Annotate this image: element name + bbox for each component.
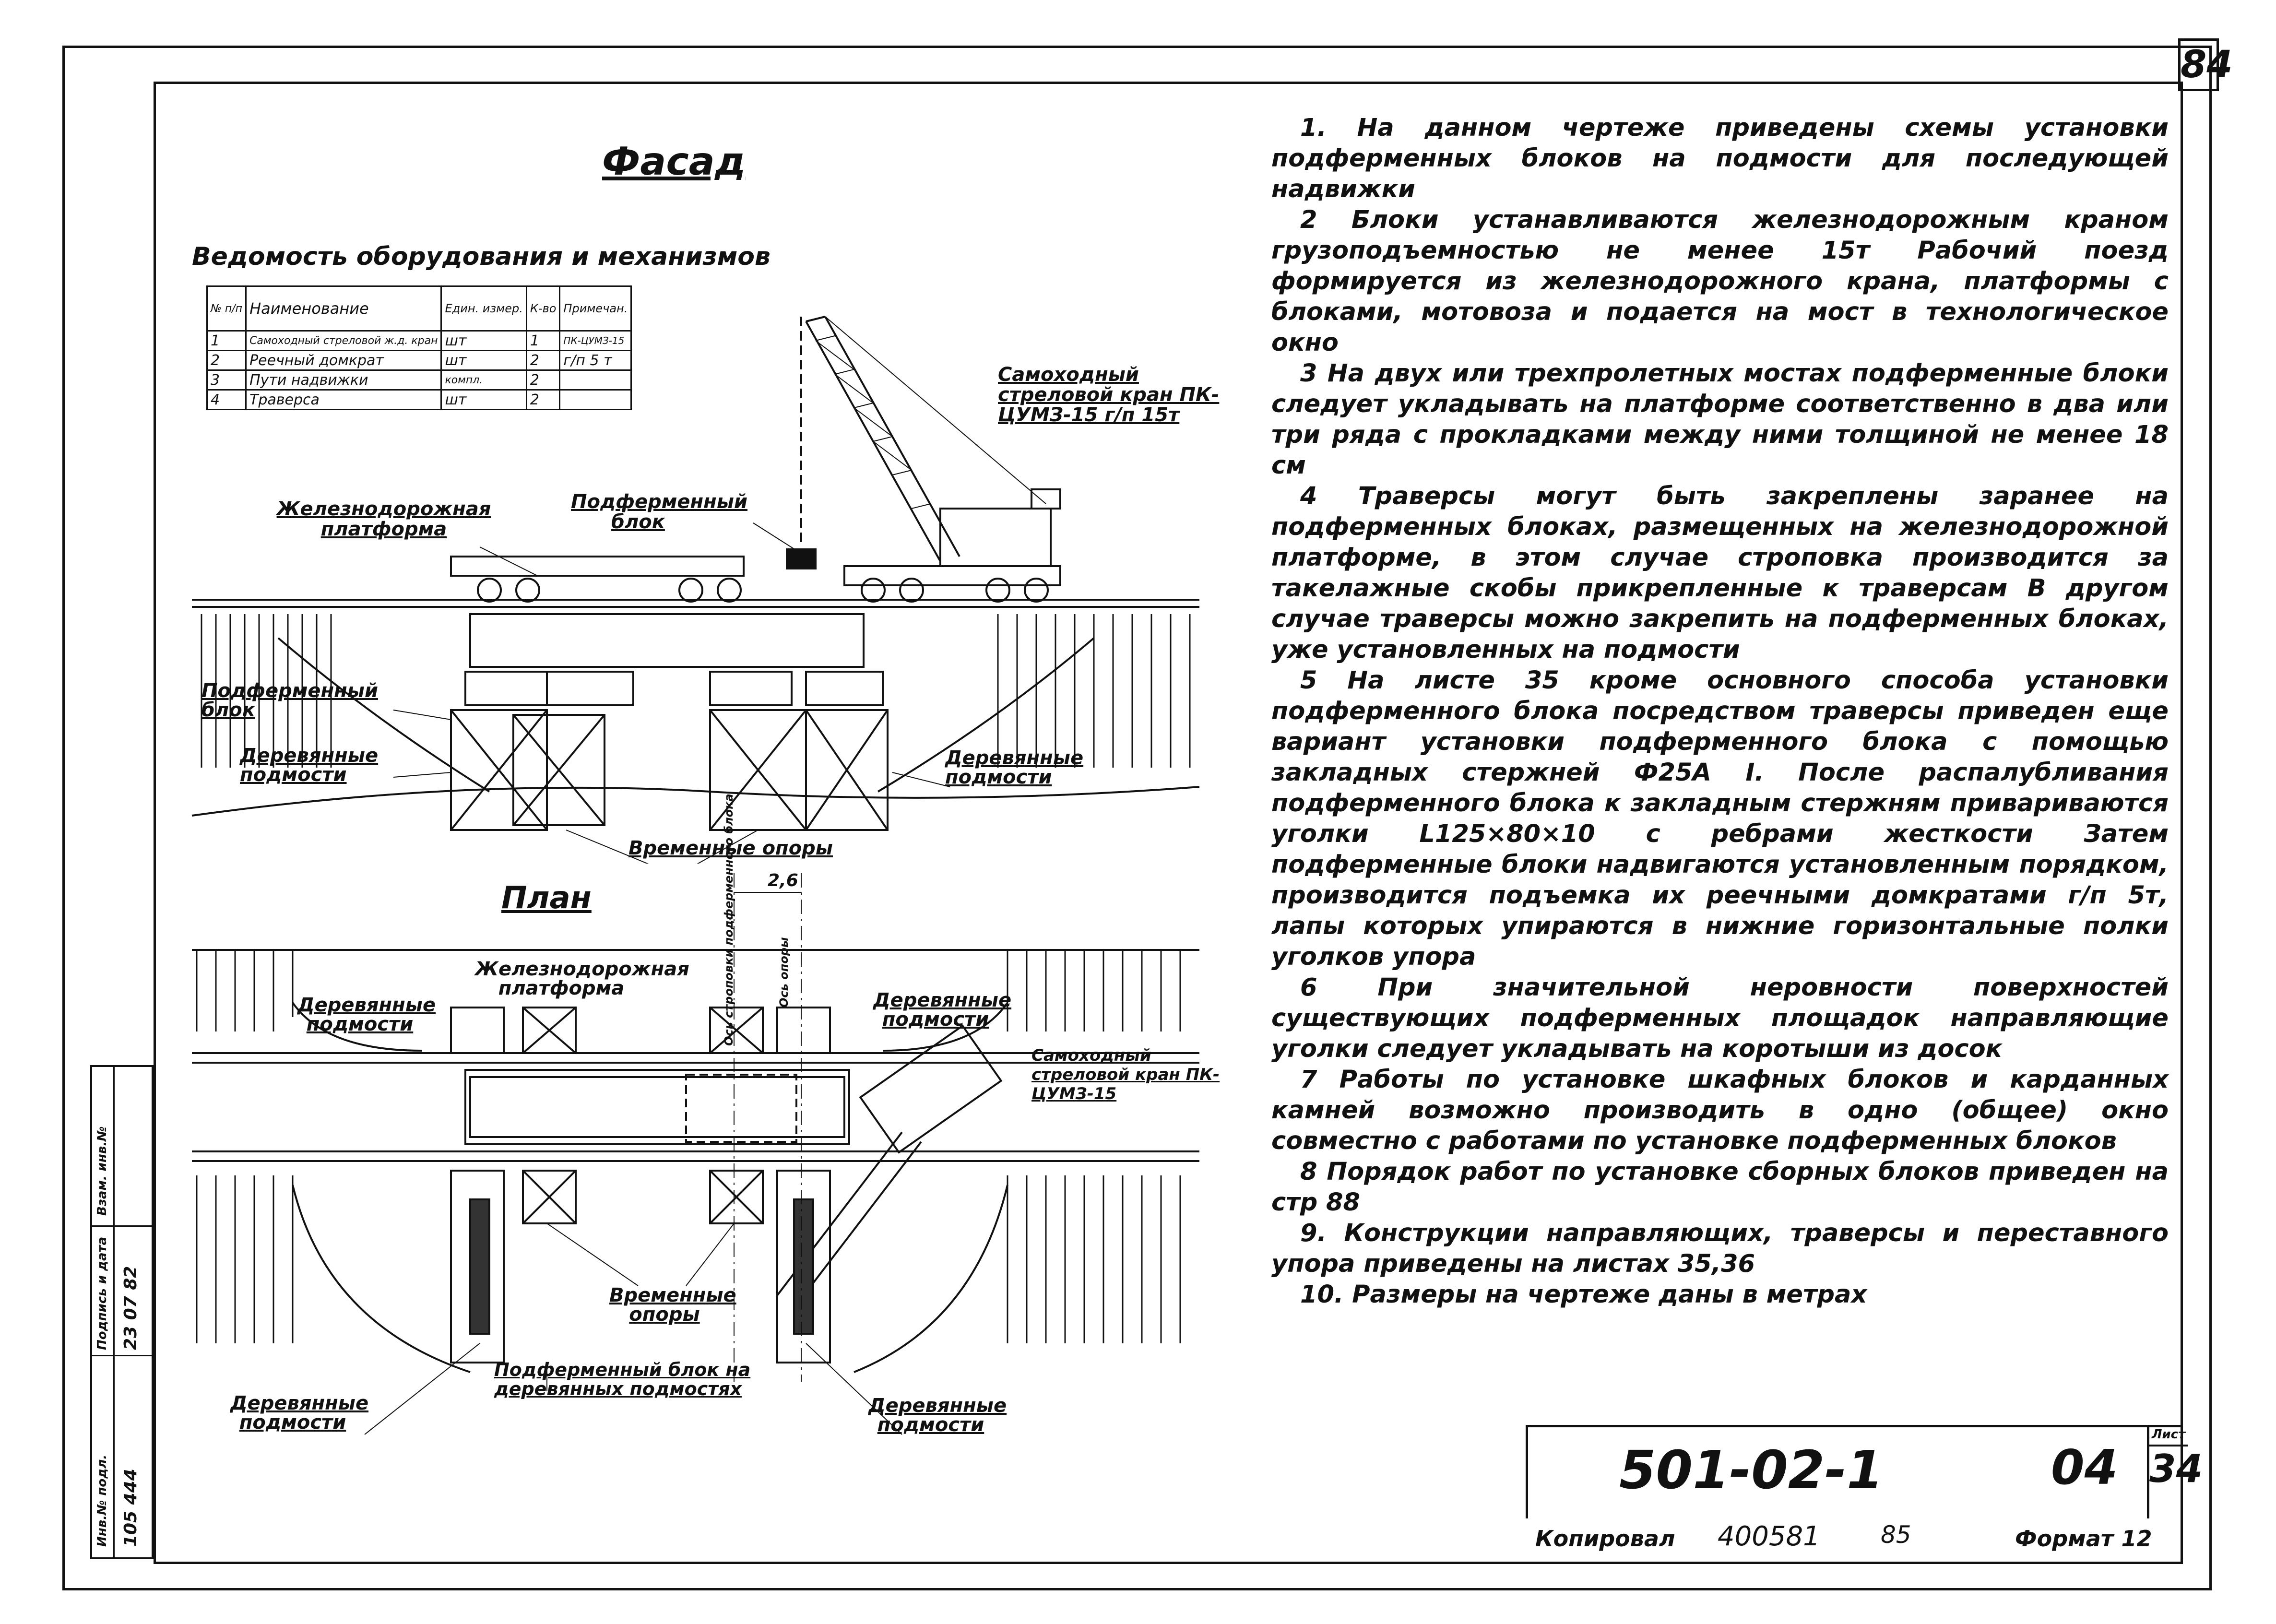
side-date-value: 23 07 82 bbox=[121, 1266, 141, 1350]
facade-block-label: Подферменный блок bbox=[571, 491, 748, 533]
cell bbox=[559, 389, 632, 410]
cell: шт bbox=[440, 330, 527, 351]
plan-temp-supports-label: Временные опоры bbox=[609, 1284, 736, 1326]
plan-dimension-label: 2,6 bbox=[768, 871, 798, 890]
plan-scaffold-tl-label: Деревянные подмости bbox=[297, 994, 436, 1035]
facade-title: Фасад bbox=[602, 139, 746, 184]
cell bbox=[559, 369, 632, 391]
cell: 2 bbox=[525, 369, 561, 391]
header-unit: Един. измер. bbox=[440, 285, 527, 332]
side-inv-value: 105 444 bbox=[121, 1469, 141, 1547]
side-stamp: Взам. инв.№ Подпись и дата Инв.№ подл. 2… bbox=[90, 1065, 154, 1559]
note-item: 8 Порядок работ по установке сборных бло… bbox=[1271, 1158, 2169, 1217]
facade-crane-label: Самоходный стреловой кран ПК-ЦУМЗ-15 г/п… bbox=[998, 364, 1220, 426]
table-row: 2 Реечный домкрат шт 2 г/п 5 т bbox=[206, 350, 632, 371]
cell: 4 bbox=[206, 389, 247, 410]
table-row: 4 Траверса шт 2 bbox=[206, 389, 632, 410]
plan-drawing bbox=[192, 873, 1199, 1435]
cell: шт bbox=[440, 389, 527, 410]
note-item: 2 Блоки устанавливаются железнодорожным … bbox=[1271, 206, 2169, 357]
table-row: 3 Пути надвижки компл. 2 bbox=[206, 369, 632, 391]
list-number: 34 bbox=[2149, 1446, 2203, 1491]
cell: 1 bbox=[525, 330, 561, 351]
table-row: 1 Самоходный стреловой ж.д. кран шт 1 ПК… bbox=[206, 330, 632, 351]
plan-scaffold-bl-label: Деревянные подмости bbox=[230, 1392, 369, 1434]
plan-platform-label: Железнодорожная платформа bbox=[475, 958, 689, 999]
note-item: 1. На данном чертеже приведены схемы уст… bbox=[1271, 114, 2169, 203]
cell: 2 bbox=[525, 389, 561, 410]
cell: г/п 5 т bbox=[559, 350, 632, 371]
cell: Траверса bbox=[245, 389, 442, 410]
plan-axis1-label: Ось строповки подферменного блока bbox=[722, 794, 735, 1046]
note-item: 10. Размеры на чертеже даны в метрах bbox=[1300, 1280, 1867, 1309]
cell: шт bbox=[440, 350, 527, 371]
copied-extra: 85 bbox=[1881, 1521, 1911, 1549]
facade-block-left-label: Подферменный блок bbox=[202, 680, 379, 721]
note-item: 6 При значительной неровности поверхност… bbox=[1271, 973, 2169, 1063]
facade-scaffold-right-label: Деревянные подмости bbox=[945, 747, 1084, 788]
cell: компл. bbox=[440, 369, 527, 391]
plan-block-label: Подферменный блок на деревянных подмостя… bbox=[494, 1359, 751, 1399]
note-item: 5 На листе 35 кроме основного способа ус… bbox=[1271, 666, 2169, 971]
side-repl-label: Взам. инв.№ bbox=[95, 1126, 109, 1216]
note-item: 4 Траверсы могут быть закреплены заранее… bbox=[1271, 482, 2169, 664]
drawing-frame bbox=[154, 82, 2183, 1564]
plan-crane-label: Самоходный стреловой кран ПК-ЦУМЗ-15 bbox=[1031, 1046, 1220, 1103]
cell: Пути надвижки bbox=[245, 369, 442, 391]
copied-label: Копировал bbox=[1535, 1526, 1675, 1552]
cell: ПК-ЦУМЗ-15 bbox=[559, 330, 632, 351]
facade-scaffold-left-label: Деревянные подмости bbox=[240, 745, 379, 786]
side-inv-label: Инв.№ подл. bbox=[95, 1454, 109, 1547]
plan-scaffold-br-label: Деревянные подмости bbox=[868, 1395, 1007, 1436]
cell: 1 bbox=[206, 330, 247, 351]
top-sheet-number: 84 bbox=[2178, 38, 2233, 91]
sheet-frame bbox=[62, 46, 2212, 1590]
cell: 2 bbox=[206, 350, 247, 371]
cell: Реечный домкрат bbox=[245, 350, 442, 371]
equipment-table: № п/п Наименование Един. измер. К-во При… bbox=[206, 285, 632, 410]
format-label: Формат 12 bbox=[2015, 1526, 2152, 1552]
header-qty: К-во bbox=[525, 285, 561, 332]
copied-value: 400581 bbox=[1718, 1521, 1820, 1552]
cell: Самоходный стреловой ж.д. кран bbox=[245, 330, 442, 351]
note-item: 3 На двух или трехпролетных мостах подфе… bbox=[1271, 359, 2169, 480]
sheet-code: 04 bbox=[2051, 1439, 2118, 1495]
facade-platform-label: Железнодорожная платформа bbox=[276, 498, 491, 540]
note-item: 7 Работы по установке шкафных блоков и к… bbox=[1271, 1066, 2169, 1155]
header-no: № п/п bbox=[206, 285, 247, 332]
equipment-title: Ведомость оборудования и механизмов bbox=[192, 242, 771, 271]
notes-block: 1. На данном чертеже приведены схемы уст… bbox=[1271, 113, 2169, 1310]
note-item: 9. Конструкции направляющих, траверсы и … bbox=[1271, 1219, 2169, 1278]
drawing-code: 501-02-1 bbox=[1619, 1439, 1884, 1501]
plan-title: План bbox=[501, 880, 592, 916]
side-sign-label: Подпись и дата bbox=[95, 1236, 109, 1350]
cell: 2 bbox=[525, 350, 561, 371]
header-note: Примечан. bbox=[559, 285, 632, 332]
cell: 3 bbox=[206, 369, 247, 391]
header-name: Наименование bbox=[245, 285, 442, 332]
facade-temp-supports-label: Временные опоры bbox=[628, 837, 833, 859]
facade-drawing bbox=[191, 316, 1200, 864]
list-cell: Лист 34 bbox=[2147, 1427, 2203, 1518]
list-label: Лист bbox=[2149, 1427, 2188, 1446]
plan-axis2-label: Ось опоры bbox=[777, 937, 791, 1008]
plan-scaffold-tr-label: Деревянные подмости bbox=[873, 989, 1012, 1031]
title-block: 501-02-1 04 Лист 34 bbox=[1526, 1425, 2203, 1518]
